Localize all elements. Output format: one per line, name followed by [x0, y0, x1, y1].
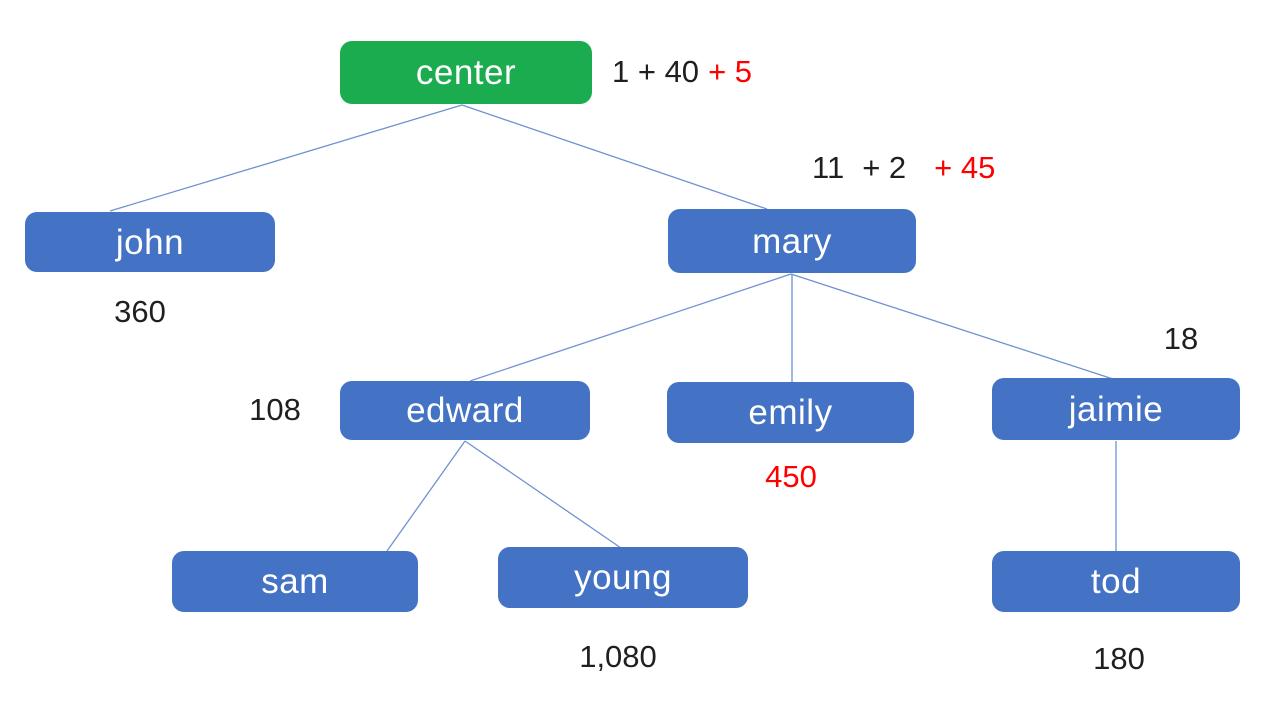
node-center: center — [340, 41, 592, 104]
node-jaimie: jaimie — [992, 378, 1240, 440]
center-calc-black-part: 1 + 40 — [612, 54, 700, 89]
node-edward: edward — [340, 381, 590, 440]
annotation-tod-value: 180 — [1093, 641, 1145, 676]
connector-center-john — [109, 104, 463, 212]
connector-edward-sam — [386, 440, 466, 552]
center-calc-red-part: + 5 — [708, 54, 753, 89]
annotation-young-value: 1,080 — [579, 639, 657, 674]
connector-mary-edward — [469, 273, 792, 382]
connector-mary-jaimie — [790, 273, 1114, 380]
mary-calc-black-part-1: 11 — [812, 150, 845, 185]
node-tod: tod — [992, 551, 1240, 612]
annotation-john-value: 360 — [114, 294, 166, 329]
annotation-center-calc: 1 + 40+ 5 — [612, 56, 752, 87]
mary-calc-black-part-2: + 2 — [862, 150, 907, 185]
mary-calc-red-part: + 45 — [934, 150, 996, 185]
annotation-mary-calc: 11 + 2 + 45 — [812, 152, 995, 183]
node-john: john — [25, 212, 275, 272]
node-mary: mary — [668, 209, 916, 273]
annotation-edward-value: 108 — [249, 392, 301, 427]
node-sam: sam — [172, 551, 418, 612]
connector-center-mary — [461, 104, 768, 210]
annotation-emily-value: 450 — [765, 459, 817, 494]
node-emily: emily — [667, 382, 914, 443]
connector-edward-young — [464, 440, 622, 549]
annotation-jaimie-value: 18 — [1163, 321, 1199, 356]
node-young: young — [498, 547, 748, 608]
